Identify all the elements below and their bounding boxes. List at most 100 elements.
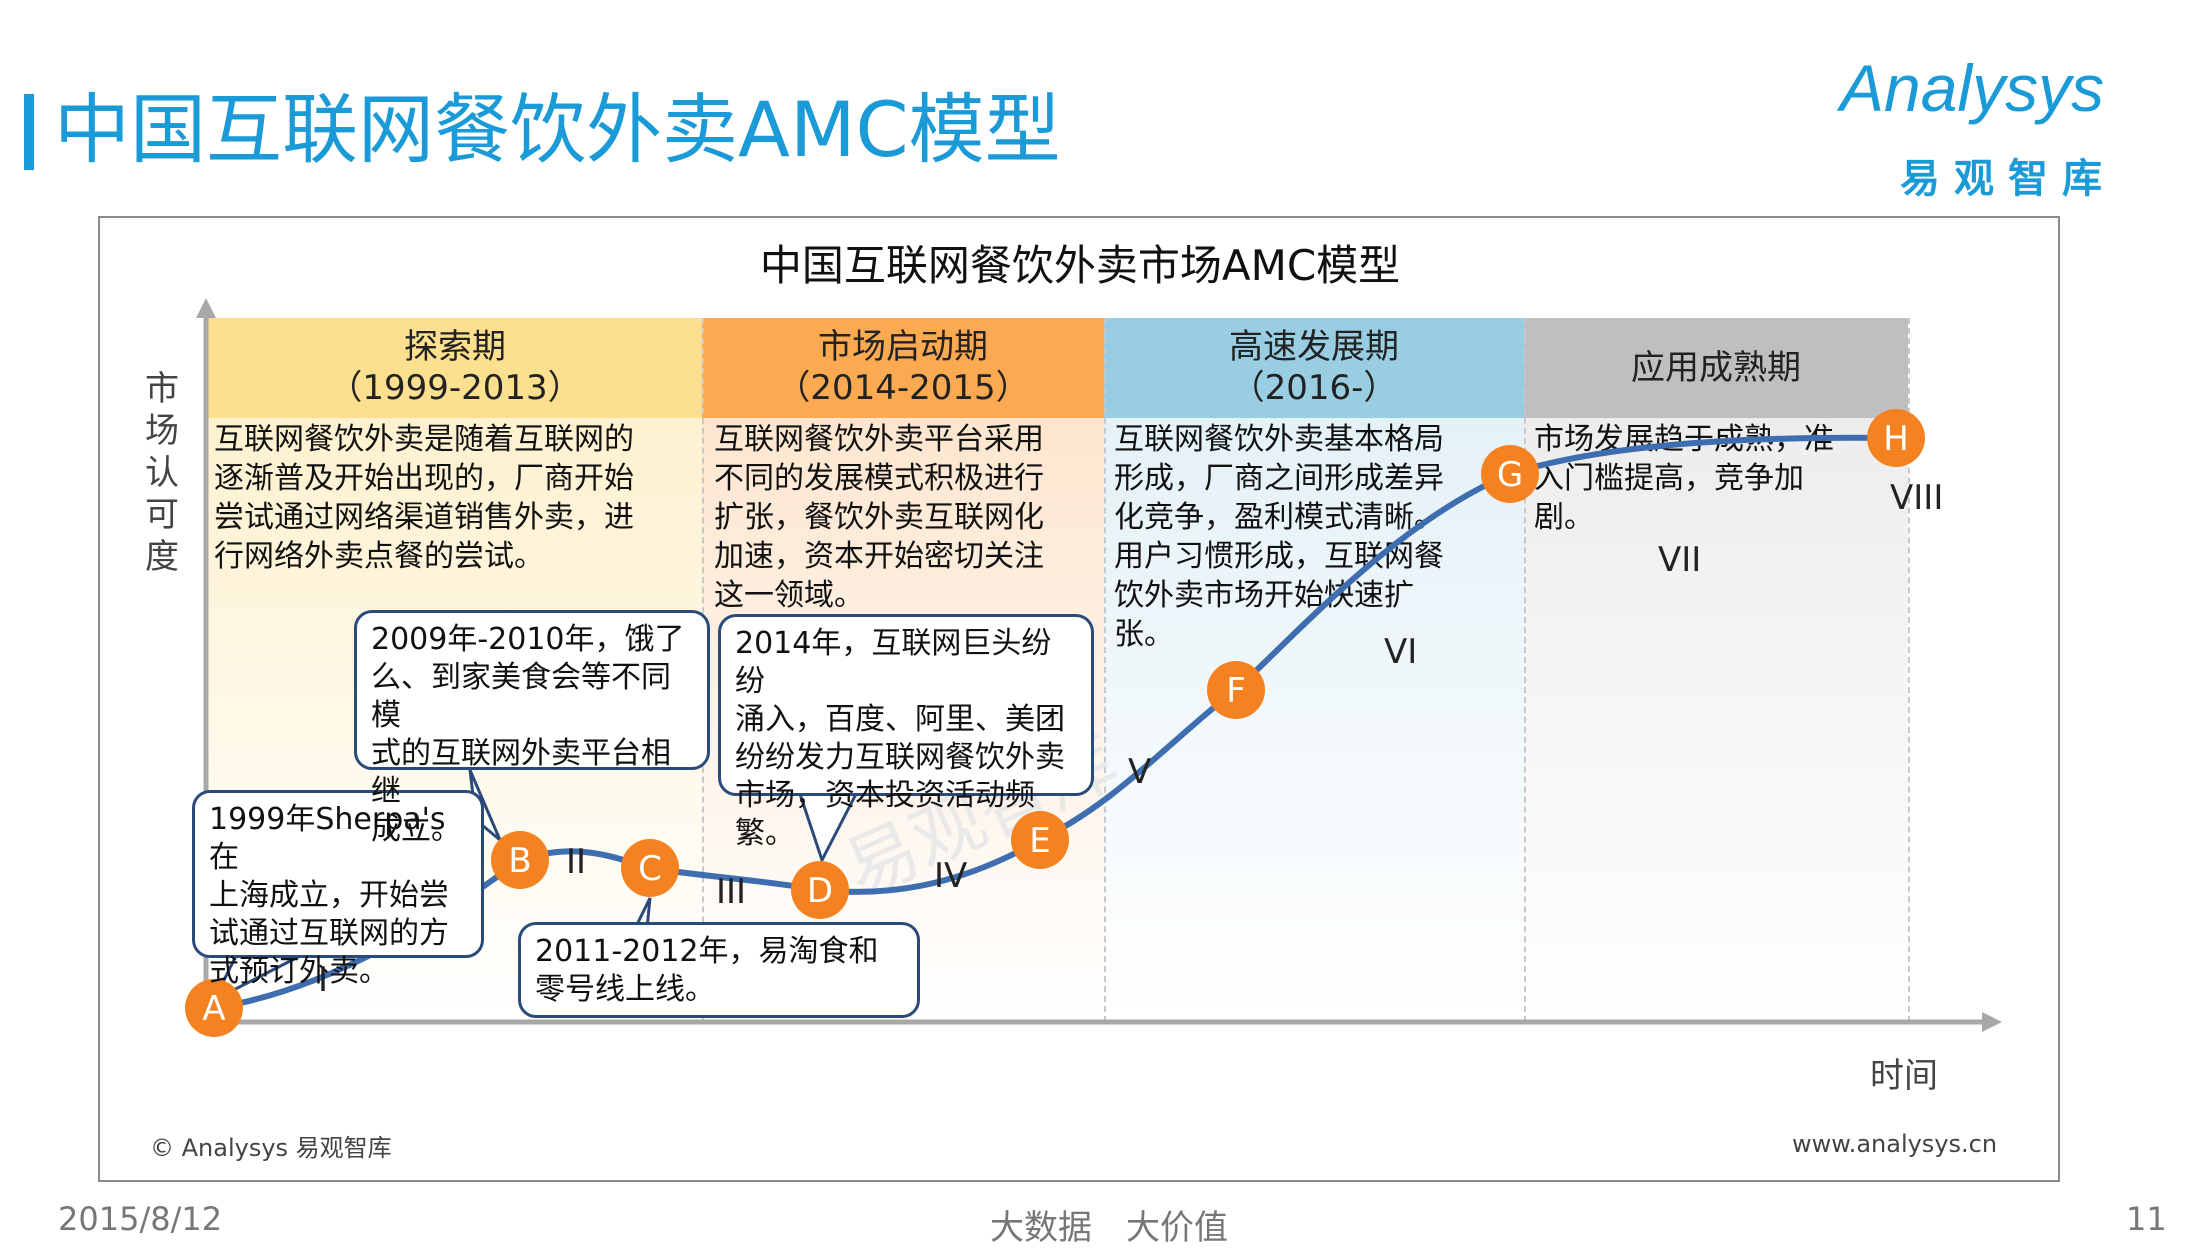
milestone-circle <box>185 979 243 1037</box>
copyright-text: © Analysys 易观智库 <box>150 1134 392 1162</box>
text-line: 成立。 <box>371 812 461 847</box>
text-line: 入门槛提高，竞争加 <box>1534 461 1804 496</box>
milestone-circle <box>791 861 849 919</box>
text-line: 化竞争，盈利模式清晰。 <box>1114 500 1444 535</box>
title-accent-bar <box>24 94 34 170</box>
phase-body-mature <box>1524 418 1908 1022</box>
page-number: 11 <box>2126 1200 2167 1238</box>
page-title: 中国互联网餐饮外卖AMC模型 <box>54 85 1061 174</box>
logo-wordmark: Analysys <box>1840 51 2105 125</box>
stage-label: VI <box>1384 632 1418 672</box>
milestone-point-f: F <box>1207 661 1265 719</box>
callout-1999: 1999年Sherpa's在 上海成立，开始尝 试通过互联网的方 式预订外卖。 <box>192 790 484 989</box>
milestone-circle <box>491 831 549 889</box>
callout-2011: 2011-2012年，易淘食和 零号线上线。 <box>518 922 920 1018</box>
milestone-letter: B <box>508 841 531 881</box>
text-line: 式预订外卖。 <box>209 954 389 989</box>
x-axis-label: 时间 <box>1870 1056 1938 1096</box>
callout-2014: 2014年，互联网巨头纷纷 涌入，百度、阿里、美团 纷纷发力互联网餐饮外卖 市场… <box>718 614 1094 851</box>
text-line: 纷纷发力互联网餐饮外卖 <box>735 740 1065 775</box>
phase-description-exploration: 互联网餐饮外卖是随着互联网的 逐渐普及开始出现的，厂商开始 尝试通过网络渠道销售… <box>214 420 634 576</box>
text-line: 上海成立，开始尝 <box>209 878 449 913</box>
text-line: 试通过互联网的方 <box>209 916 449 951</box>
stage-label: I <box>318 960 329 1000</box>
phase-description-growth: 互联网餐饮外卖基本格局 形成，厂商之间形成差异 化竞争，盈利模式清晰。 用户习惯… <box>1114 420 1444 654</box>
text-line: 互联网餐饮外卖基本格局 <box>1114 422 1444 457</box>
phase-name: 市场启动期 <box>818 327 988 367</box>
phase-header-mature: 应用成熟期 <box>1524 318 1908 418</box>
footer-slogan: 大数据 大价值 <box>990 1208 1228 1248</box>
analysys-logo: Analysys 易观智库 <box>1840 50 2170 202</box>
text-line: 2014年，互联网巨头纷纷 <box>735 626 1052 699</box>
milestone-letter: G <box>1497 455 1523 495</box>
milestone-letter: H <box>1883 419 1909 459</box>
phase-header-growth: 高速发展期 （2016-） <box>1104 318 1524 418</box>
text-line: 1999年Sherpa's在 <box>209 802 446 875</box>
text-line: 互联网餐饮外卖是随着互联网的 <box>214 422 634 457</box>
milestone-circle <box>621 839 679 897</box>
text-line: 么、到家美食会等不同模 <box>371 660 671 733</box>
text-line: 用户习惯形成，互联网餐 <box>1114 539 1444 574</box>
phase-period: （2016-） <box>1230 368 1398 408</box>
phase-divider <box>1908 318 1910 1022</box>
phase-header-launch: 市场启动期 （2014-2015） <box>702 318 1104 418</box>
website-link[interactable]: www.analysys.cn <box>1792 1130 1998 1158</box>
text-line: 不同的发展模式积极进行 <box>714 461 1044 496</box>
text-line: 尝试通过网络渠道销售外卖，进 <box>214 500 634 535</box>
text-line: 扩张，餐饮外卖互联网化 <box>714 500 1044 535</box>
logo-subtitle: 易观智库 <box>1900 156 2116 202</box>
milestone-point-h: H <box>1867 409 1925 467</box>
phase-period: （2014-2015） <box>776 368 1030 408</box>
milestone-circle <box>1011 811 1069 869</box>
text-line: 2011-2012年，易淘食和 <box>535 934 879 969</box>
milestone-point-d: D <box>791 861 849 919</box>
phase-period: （1999-2013） <box>328 368 582 408</box>
phase-divider <box>1524 318 1526 1022</box>
phase-body-growth <box>1104 418 1524 1022</box>
milestone-points: A B C D E F G H <box>185 409 1925 1037</box>
milestone-letter: A <box>202 989 225 1029</box>
text-line: 饮外卖市场开始快速扩 <box>1114 578 1414 613</box>
milestone-point-c: C <box>621 839 679 897</box>
phase-divider <box>1104 318 1106 1022</box>
stage-label: V <box>1128 752 1152 792</box>
text-line: 繁。 <box>735 816 795 851</box>
milestone-point-b: B <box>491 831 549 889</box>
stage-label: IV <box>934 856 968 896</box>
text-line: 行网络外卖点餐的尝试。 <box>214 539 544 574</box>
milestone-letter: C <box>638 849 662 889</box>
milestone-circle <box>1481 445 1539 503</box>
text-line: 市场，资本投资活动频 <box>735 778 1035 813</box>
text-line: 加速，资本开始密切关注 <box>714 539 1044 574</box>
diagram-frame <box>98 216 2060 1182</box>
phase-name: 高速发展期 <box>1229 327 1399 367</box>
stage-label: VII <box>1658 540 1702 580</box>
diagram-title: 中国互联网餐饮外卖市场AMC模型 <box>759 241 1401 290</box>
milestone-circle <box>1207 661 1265 719</box>
stage-label: II <box>566 842 587 882</box>
milestone-letter: F <box>1226 671 1246 711</box>
y-axis-label: 市场认可度 <box>145 369 179 577</box>
footer-date: 2015/8/12 <box>58 1200 223 1238</box>
text-line: 互联网餐饮外卖平台采用 <box>714 422 1044 457</box>
milestone-point-a: A <box>185 979 243 1037</box>
milestone-point-g: G <box>1481 445 1539 503</box>
phase-name: 探索期 <box>404 327 506 367</box>
phase-name: 应用成熟期 <box>1631 347 1801 388</box>
stage-label: VIII <box>1890 478 1944 518</box>
callout-2009: 2009年-2010年，饿了 么、到家美食会等不同模 式的互联网外卖平台相继 成… <box>354 610 710 847</box>
text-line: 式的互联网外卖平台相继 <box>371 736 671 809</box>
text-line: 2009年-2010年，饿了 <box>371 622 685 657</box>
phase-header-exploration: 探索期 （1999-2013） <box>208 318 702 418</box>
milestone-circle <box>1867 409 1925 467</box>
milestone-letter: E <box>1029 821 1050 861</box>
text-line: 形成，厂商之间形成差异 <box>1114 461 1444 496</box>
text-line: 剧。 <box>1534 500 1594 535</box>
text-line: 张。 <box>1114 617 1174 652</box>
milestone-letter: D <box>807 871 833 911</box>
text-line: 逐渐普及开始出现的，厂商开始 <box>214 461 634 496</box>
text-line: 涌入，百度、阿里、美团 <box>735 702 1065 737</box>
phase-description-launch: 互联网餐饮外卖平台采用 不同的发展模式积极进行 扩张，餐饮外卖互联网化 加速，资… <box>714 420 1044 615</box>
milestone-point-e: E <box>1011 811 1069 869</box>
x-axis-arrow <box>1982 1012 2002 1032</box>
